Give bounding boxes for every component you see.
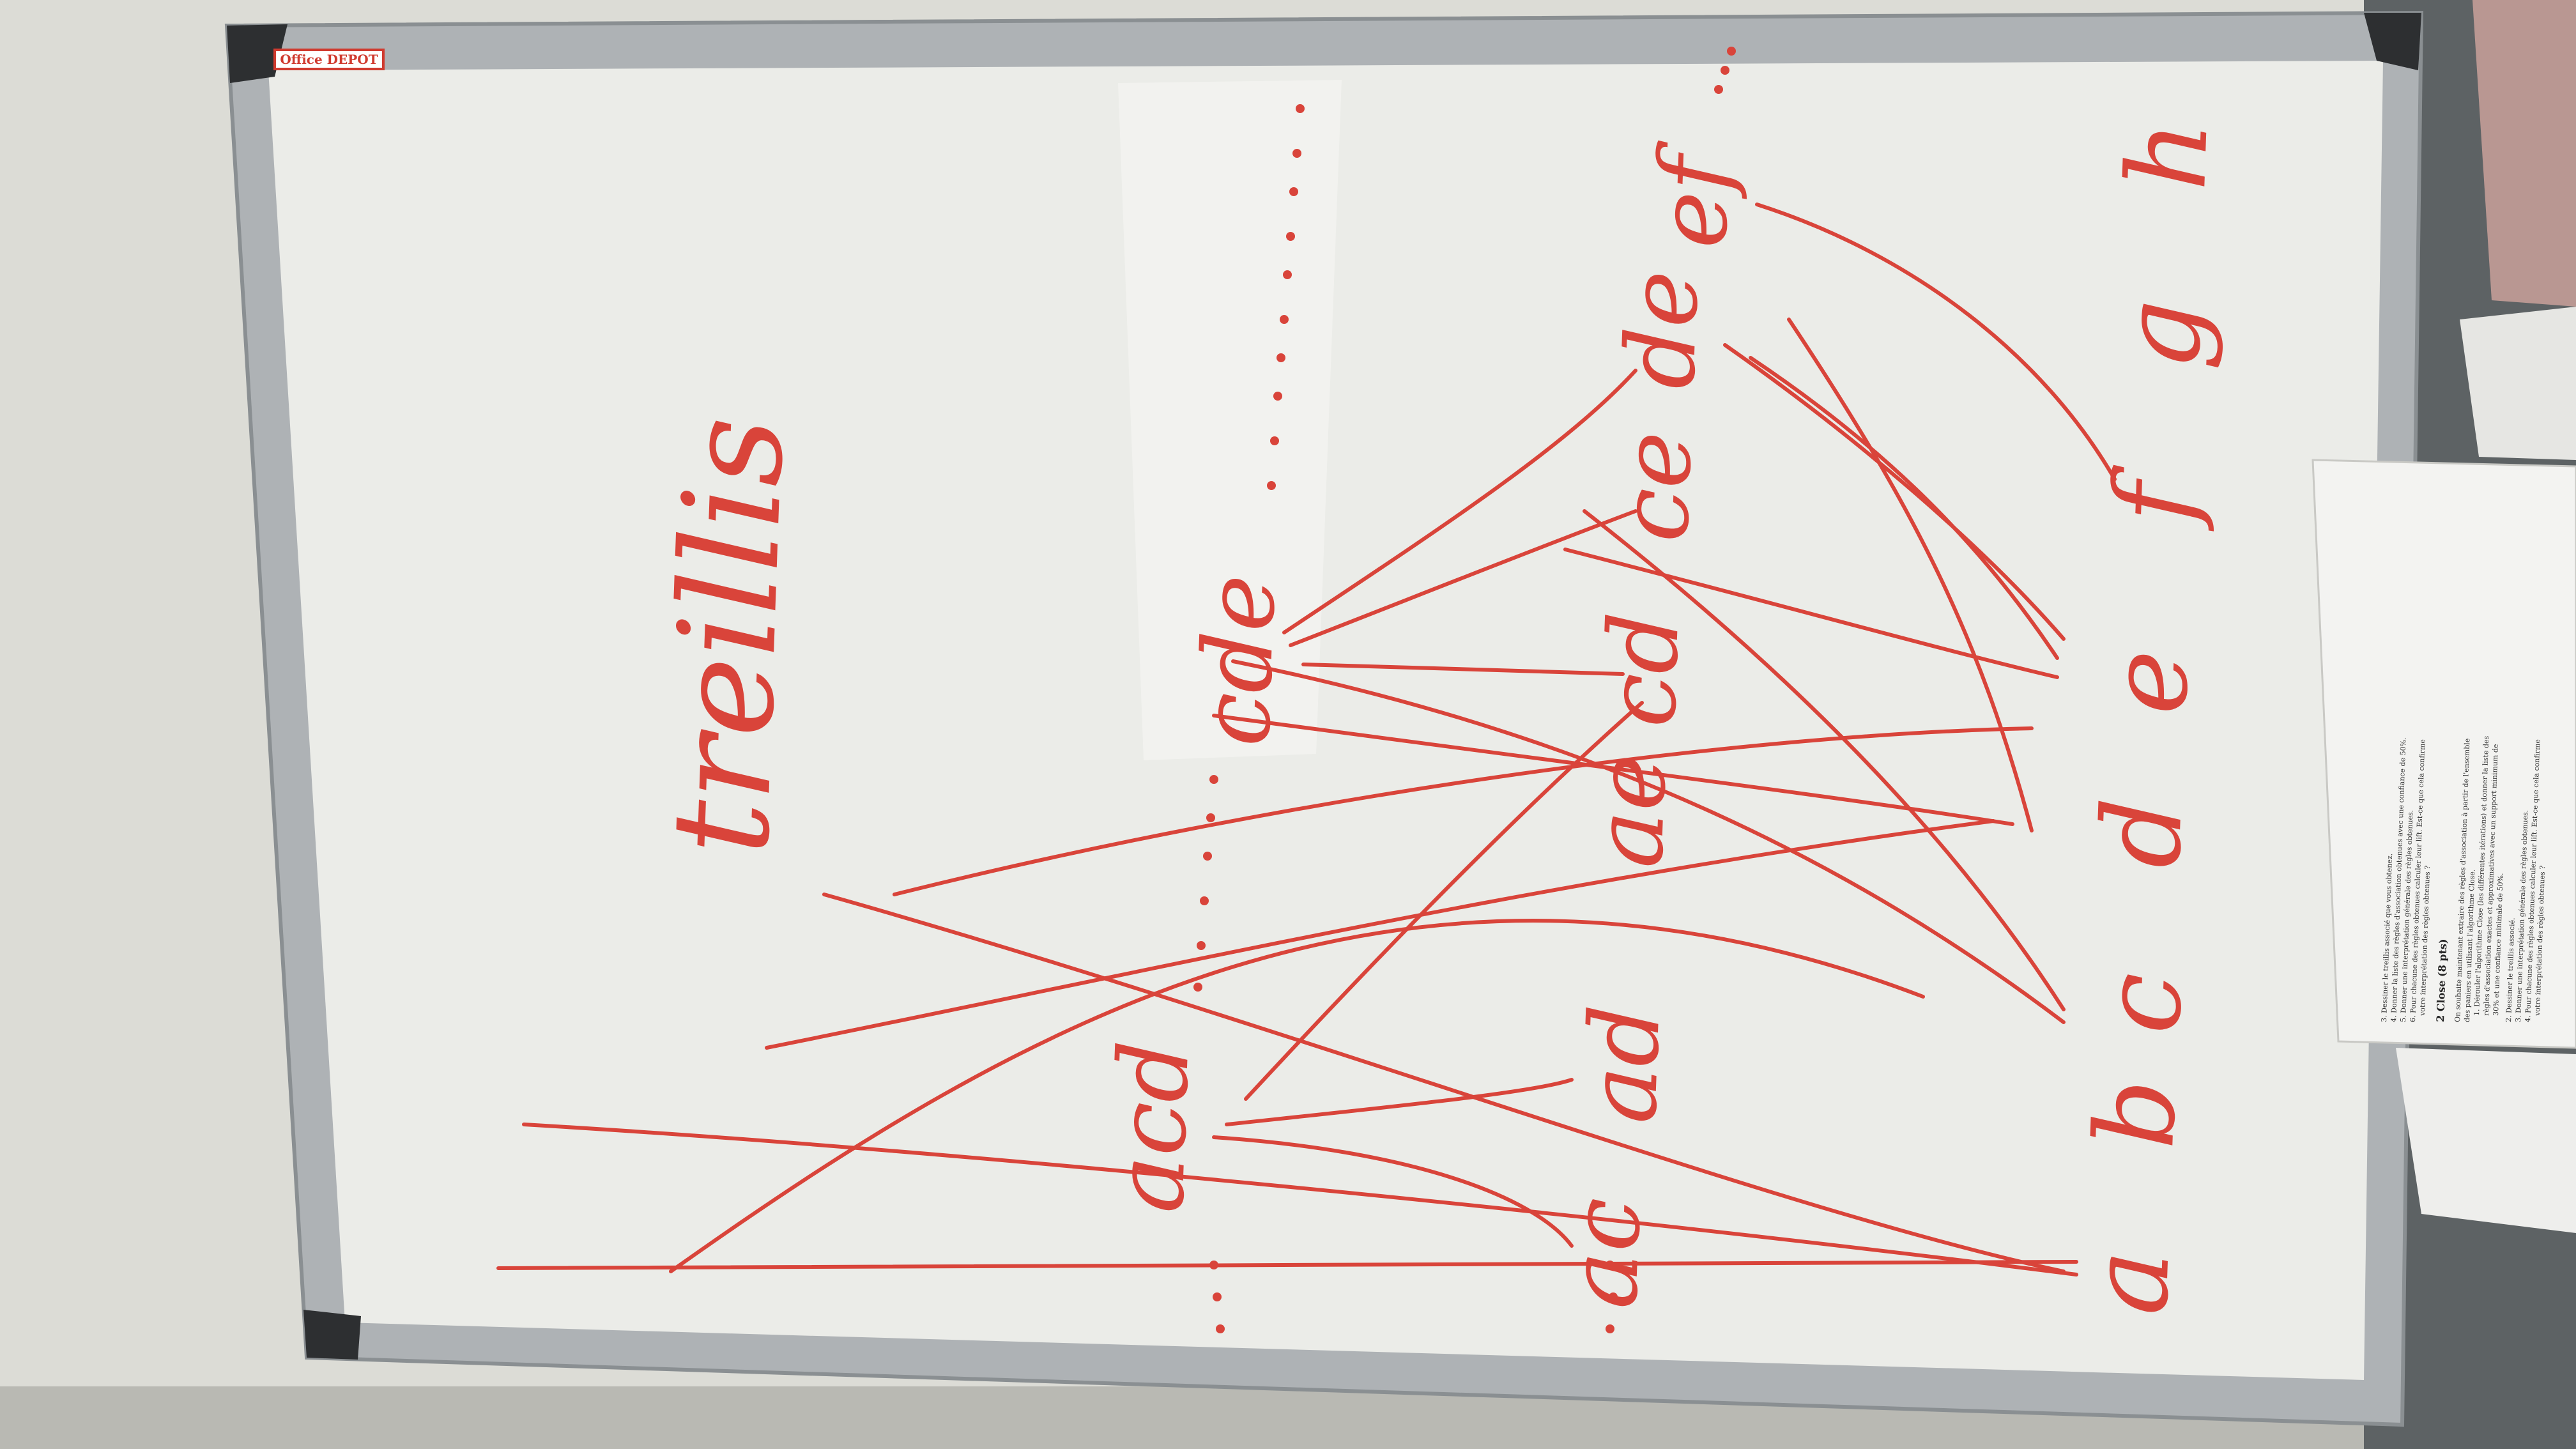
lattice-edges xyxy=(496,203,2117,1276)
node-ad: ad xyxy=(1567,1003,1682,1125)
frame-corner-bottom-left xyxy=(303,1310,361,1360)
paper-sheet-lower xyxy=(2396,1048,2576,1233)
node-ac: ac xyxy=(1547,1196,1662,1310)
edge-cde-ce xyxy=(1289,509,1637,647)
edge-cd-d xyxy=(1212,714,2014,826)
exam-paper: 3. Dessiner le treillis associé que vous… xyxy=(2312,0,2576,1233)
wrapped-object xyxy=(2472,0,2576,307)
node-ce: ce xyxy=(1598,430,1713,544)
node-de: de xyxy=(1605,268,1720,390)
node-ae: ae xyxy=(1573,752,1688,870)
brand-label-text: Office DEPOT xyxy=(280,52,378,67)
edge-de-e xyxy=(1749,356,2059,660)
edge-ac-c xyxy=(669,919,1925,1273)
board-title: treillis xyxy=(642,414,814,857)
edge-ce-c xyxy=(1583,509,2066,1011)
board-glare xyxy=(1118,80,1342,760)
node-e: e xyxy=(2085,648,2213,716)
node-h: h xyxy=(2104,118,2233,192)
edge-ef-f xyxy=(1755,203,2117,481)
edge-cde-cd xyxy=(1301,663,1625,676)
brand-label: Office DEPOT xyxy=(273,49,385,70)
node-acd: acd xyxy=(1094,1039,1211,1215)
edge-ef-e xyxy=(1723,343,2066,641)
frame-corner-top-left xyxy=(227,24,288,83)
node-a: a xyxy=(2066,1248,2194,1317)
ellipsis-marks xyxy=(1193,47,1736,1333)
node-d: d xyxy=(2078,796,2207,870)
edge-acd-ac xyxy=(1212,1135,1574,1248)
node-g: g xyxy=(2097,298,2227,372)
node-b: b xyxy=(2072,1077,2201,1151)
edge-ae-e xyxy=(893,726,2034,896)
paper-sheet xyxy=(2312,459,2576,1049)
edge-cd-c xyxy=(1231,659,2066,1024)
node-ef: ef xyxy=(1637,140,1752,250)
board-surface xyxy=(268,61,2383,1380)
node-c: c xyxy=(2078,970,2207,1036)
paper-line-11: 2. Dessiner le treillis associé. xyxy=(2504,917,2517,1022)
edge-ae-a xyxy=(822,893,2066,1273)
paper-sheet-upper xyxy=(2460,307,2576,460)
edge-acd-ad xyxy=(1225,1078,1574,1126)
edge-ad-a xyxy=(522,1123,2078,1276)
edge-acd-cd xyxy=(1244,701,1644,1101)
frame-corner-top-right xyxy=(2364,13,2421,70)
node-cd: cd xyxy=(1586,610,1701,729)
edge-cde-de xyxy=(1282,369,1637,634)
edge-de-d xyxy=(1787,318,2034,832)
node-cde: cde xyxy=(1180,573,1297,749)
paper-section-heading: 2 Close (8 pts) xyxy=(2434,939,2450,1022)
edge-ce-e xyxy=(1563,548,2059,679)
